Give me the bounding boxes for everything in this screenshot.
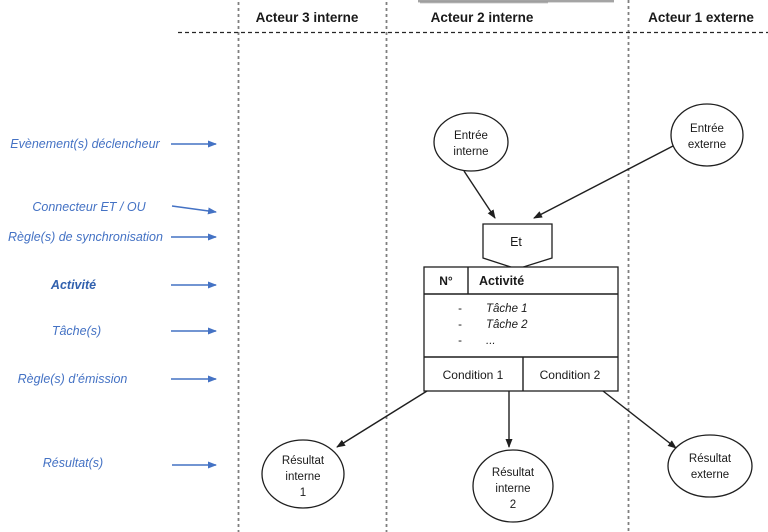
- node-entree-interne: Entrée interne: [433, 112, 509, 172]
- node-entree-externe: Entrée externe: [670, 103, 744, 167]
- task-bullet-2: -: [458, 319, 462, 331]
- resultat-interne-2-ellipse: [472, 449, 554, 523]
- node-resultat-interne-2: Résultat interne 2: [472, 449, 554, 523]
- task-label-2: Tâche 2: [486, 319, 528, 331]
- legend-arrow-connecteur: [171, 205, 217, 215]
- activity-outer-box: [423, 266, 619, 392]
- arrow-activity-to-resultat-externe: [602, 390, 677, 449]
- entree-externe-ellipse: [670, 103, 744, 167]
- node-et-connector: Et: [482, 223, 553, 270]
- resultat-externe-ellipse: [667, 434, 753, 498]
- legend-label-taches: Tâche(s): [52, 324, 101, 338]
- arrow-entree-interne-to-et: [463, 170, 496, 219]
- lane-header-acteur-1-externe: Acteur 1 externe: [648, 10, 754, 25]
- et-connector-shape: [482, 223, 553, 270]
- task-label-1: Tâche 1: [486, 303, 528, 315]
- resultat-interne-1-line-3: 1: [300, 487, 306, 499]
- activity-title: Activité: [479, 274, 524, 288]
- legend-label-regles-emission: Règle(s) d’émission: [18, 372, 128, 386]
- cropped-artifact: [418, 0, 614, 4]
- legend-label-connecteur-et-ou: Connecteur ET / OU: [32, 200, 146, 214]
- resultat-interne-2-line-1: Résultat: [492, 467, 535, 479]
- activity-number-header: N°: [439, 274, 453, 288]
- resultat-externe-line-2: externe: [691, 469, 729, 481]
- resultat-interne-2-line-3: 2: [510, 499, 516, 511]
- task-bullet-1: -: [458, 303, 462, 315]
- node-resultat-interne-1: Résultat interne 1: [261, 439, 345, 509]
- lane-header-acteur-3-interne: Acteur 3 interne: [256, 10, 359, 25]
- entree-interne-line-1: Entrée: [454, 130, 488, 142]
- resultat-interne-1-ellipse: [261, 439, 345, 509]
- legend-label-regles-synchronisation: Règle(s) de synchronisation: [8, 230, 163, 244]
- entree-interne-line-2: interne: [453, 146, 488, 158]
- resultat-interne-1-line-2: interne: [285, 471, 320, 483]
- activity-condition-2: Condition 2: [540, 368, 601, 382]
- entree-externe-line-1: Entrée: [690, 123, 724, 135]
- resultat-externe-line-1: Résultat: [689, 453, 732, 465]
- legend-label-evenement-declencheur: Evènement(s) déclencheur: [10, 137, 160, 151]
- node-activity: N° Activité - Tâche 1 - Tâche 2 - ... Co…: [423, 266, 619, 392]
- lane-header-acteur-2-interne: Acteur 2 interne: [431, 10, 534, 25]
- node-resultat-externe: Résultat externe: [667, 434, 753, 498]
- task-label-3: ...: [486, 335, 496, 347]
- entree-externe-line-2: externe: [688, 139, 726, 151]
- task-bullet-3: -: [458, 335, 462, 347]
- resultat-interne-2-line-2: interne: [495, 483, 530, 495]
- legend-label-resultats: Résultat(s): [43, 456, 103, 470]
- resultat-interne-1-line-1: Résultat: [282, 455, 325, 467]
- arrow-activity-to-resultat-interne-1: [336, 390, 428, 448]
- et-connector-label: Et: [510, 235, 522, 249]
- legend-label-activite: Activité: [50, 278, 96, 292]
- activity-condition-1: Condition 1: [443, 368, 504, 382]
- entree-interne-ellipse: [433, 112, 509, 172]
- arrow-entree-externe-to-et: [533, 145, 674, 219]
